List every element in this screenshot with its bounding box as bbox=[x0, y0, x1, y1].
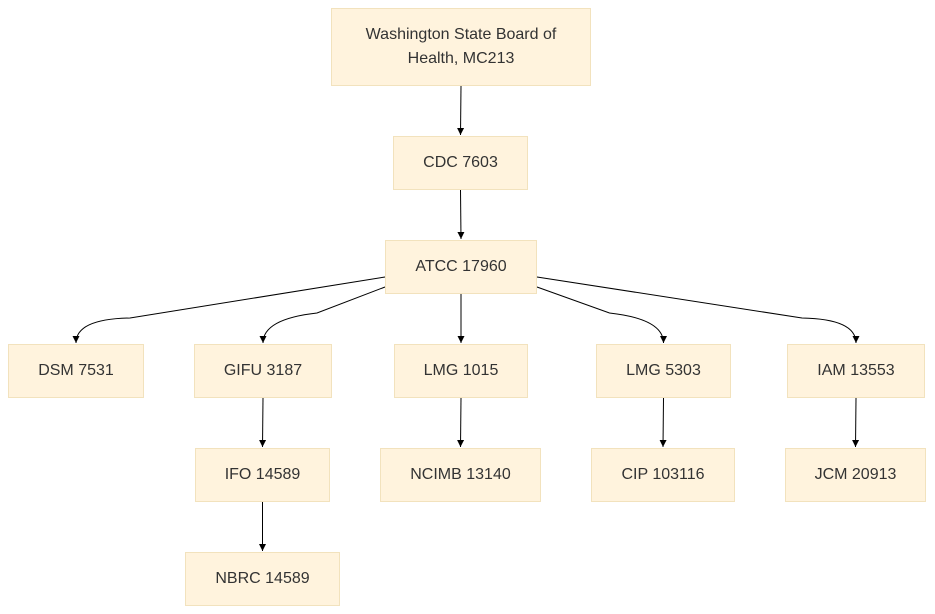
node-iam: IAM 13553 bbox=[787, 344, 925, 398]
node-cip: CIP 103116 bbox=[591, 448, 735, 502]
node-ncimb: NCIMB 13140 bbox=[380, 448, 541, 502]
node-nbrc: NBRC 14589 bbox=[185, 552, 340, 606]
edge-atcc-iam bbox=[536, 276, 860, 344]
edge-cdc-atcc bbox=[457, 189, 465, 240]
node-label: DSM 7531 bbox=[38, 362, 114, 379]
edge-gifu-ifo bbox=[259, 397, 267, 448]
node-lmg1015: LMG 1015 bbox=[394, 344, 528, 398]
edge-wsboh-cdc bbox=[457, 85, 465, 136]
node-label: Washington State Board of Health, MC213 bbox=[365, 26, 557, 67]
edge-lmg1015-ncimb bbox=[457, 397, 465, 448]
node-label: NBRC 14589 bbox=[215, 570, 310, 587]
edge-atcc-lmg5303 bbox=[536, 286, 667, 344]
node-lmg5303: LMG 5303 bbox=[596, 344, 731, 398]
node-ifo: IFO 14589 bbox=[195, 448, 330, 502]
node-gifu: GIFU 3187 bbox=[194, 344, 332, 398]
node-jcm: JCM 20913 bbox=[785, 448, 926, 502]
edge-iam-jcm bbox=[852, 397, 860, 448]
node-atcc: ATCC 17960 bbox=[385, 240, 537, 294]
node-cdc: CDC 7603 bbox=[393, 136, 528, 190]
node-label: CDC 7603 bbox=[423, 154, 498, 171]
node-label: LMG 5303 bbox=[626, 362, 701, 379]
edge-atcc-dsm bbox=[72, 276, 386, 344]
node-label: ATCC 17960 bbox=[415, 258, 507, 275]
node-label: LMG 1015 bbox=[423, 362, 499, 379]
node-label: IFO 14589 bbox=[224, 466, 301, 483]
node-label: GIFU 3187 bbox=[223, 362, 303, 379]
edge-lmg5303-cip bbox=[659, 397, 667, 448]
edge-atcc-gifu bbox=[259, 286, 386, 344]
node-dsm: DSM 7531 bbox=[8, 344, 144, 398]
node-wsboh: Washington State Board of Health, MC213 bbox=[331, 8, 591, 86]
node-label: JCM 20913 bbox=[814, 466, 897, 483]
node-label: NCIMB 13140 bbox=[410, 466, 511, 483]
node-label: IAM 13553 bbox=[817, 362, 895, 379]
node-label: CIP 103116 bbox=[621, 466, 705, 483]
